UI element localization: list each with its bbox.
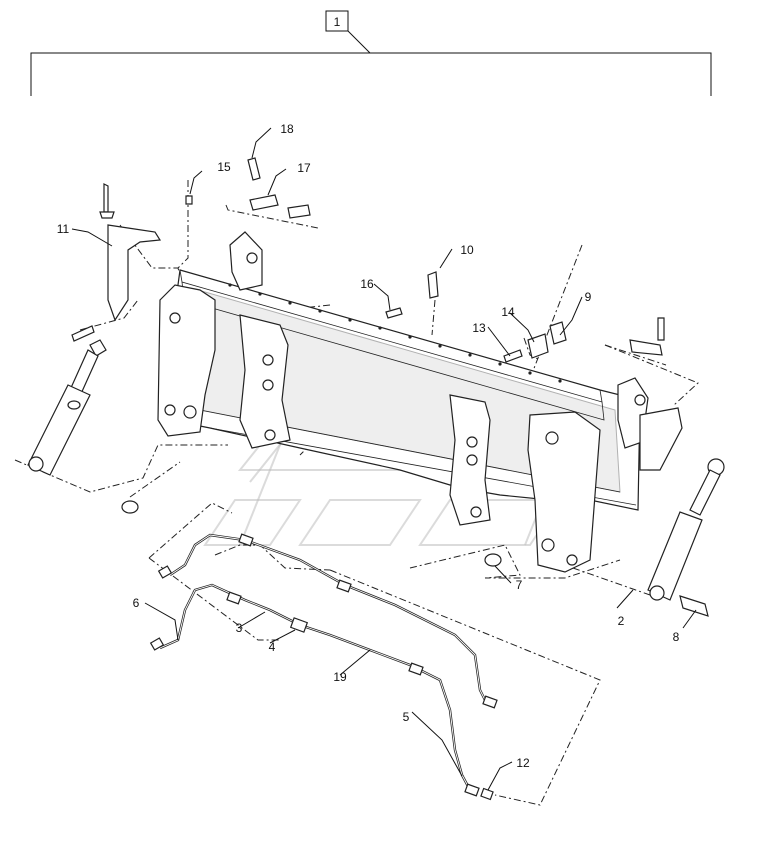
guard-plate: [107, 224, 162, 322]
right-cylinder: [647, 458, 725, 601]
callout-17: 17: [297, 161, 311, 175]
callout-10: 10: [460, 243, 474, 257]
callout-13: 13: [472, 321, 486, 335]
callout-15: 15: [217, 160, 231, 174]
callout-6: 6: [133, 596, 140, 610]
main-frame: [157, 231, 683, 573]
callout-14: 14: [501, 305, 515, 319]
small-hardware: [71, 157, 709, 617]
callout-16: 16: [360, 277, 374, 291]
callout-18: 18: [280, 122, 294, 136]
callout-9: 9: [585, 290, 592, 304]
callout-2: 2: [618, 614, 625, 628]
callout-12: 12: [516, 756, 530, 770]
callout-8: 8: [673, 630, 680, 644]
assembly-bracket: [30, 52, 712, 96]
assembly-callout: 1: [30, 10, 712, 96]
callout-5: 5: [403, 710, 410, 724]
leader-lines: [71, 127, 697, 791]
callout-4: 4: [269, 640, 276, 654]
callout-7: 7: [516, 578, 523, 592]
left-cylinder: [27, 339, 107, 476]
hydraulic-hoses: [149, 533, 498, 801]
bolt-holes-row: [228, 283, 562, 383]
assembly-number: 1: [334, 15, 341, 29]
callout-3: 3: [236, 621, 243, 635]
assembly-number-box: [325, 10, 349, 32]
callout-11: 11: [57, 222, 70, 236]
callout-labels: 2 3 4 5 6 7 8 9 10 11 12 13 14 15 16 17 …: [57, 122, 680, 770]
callout-19: 19: [333, 670, 347, 684]
assembly-leader: [347, 30, 371, 54]
